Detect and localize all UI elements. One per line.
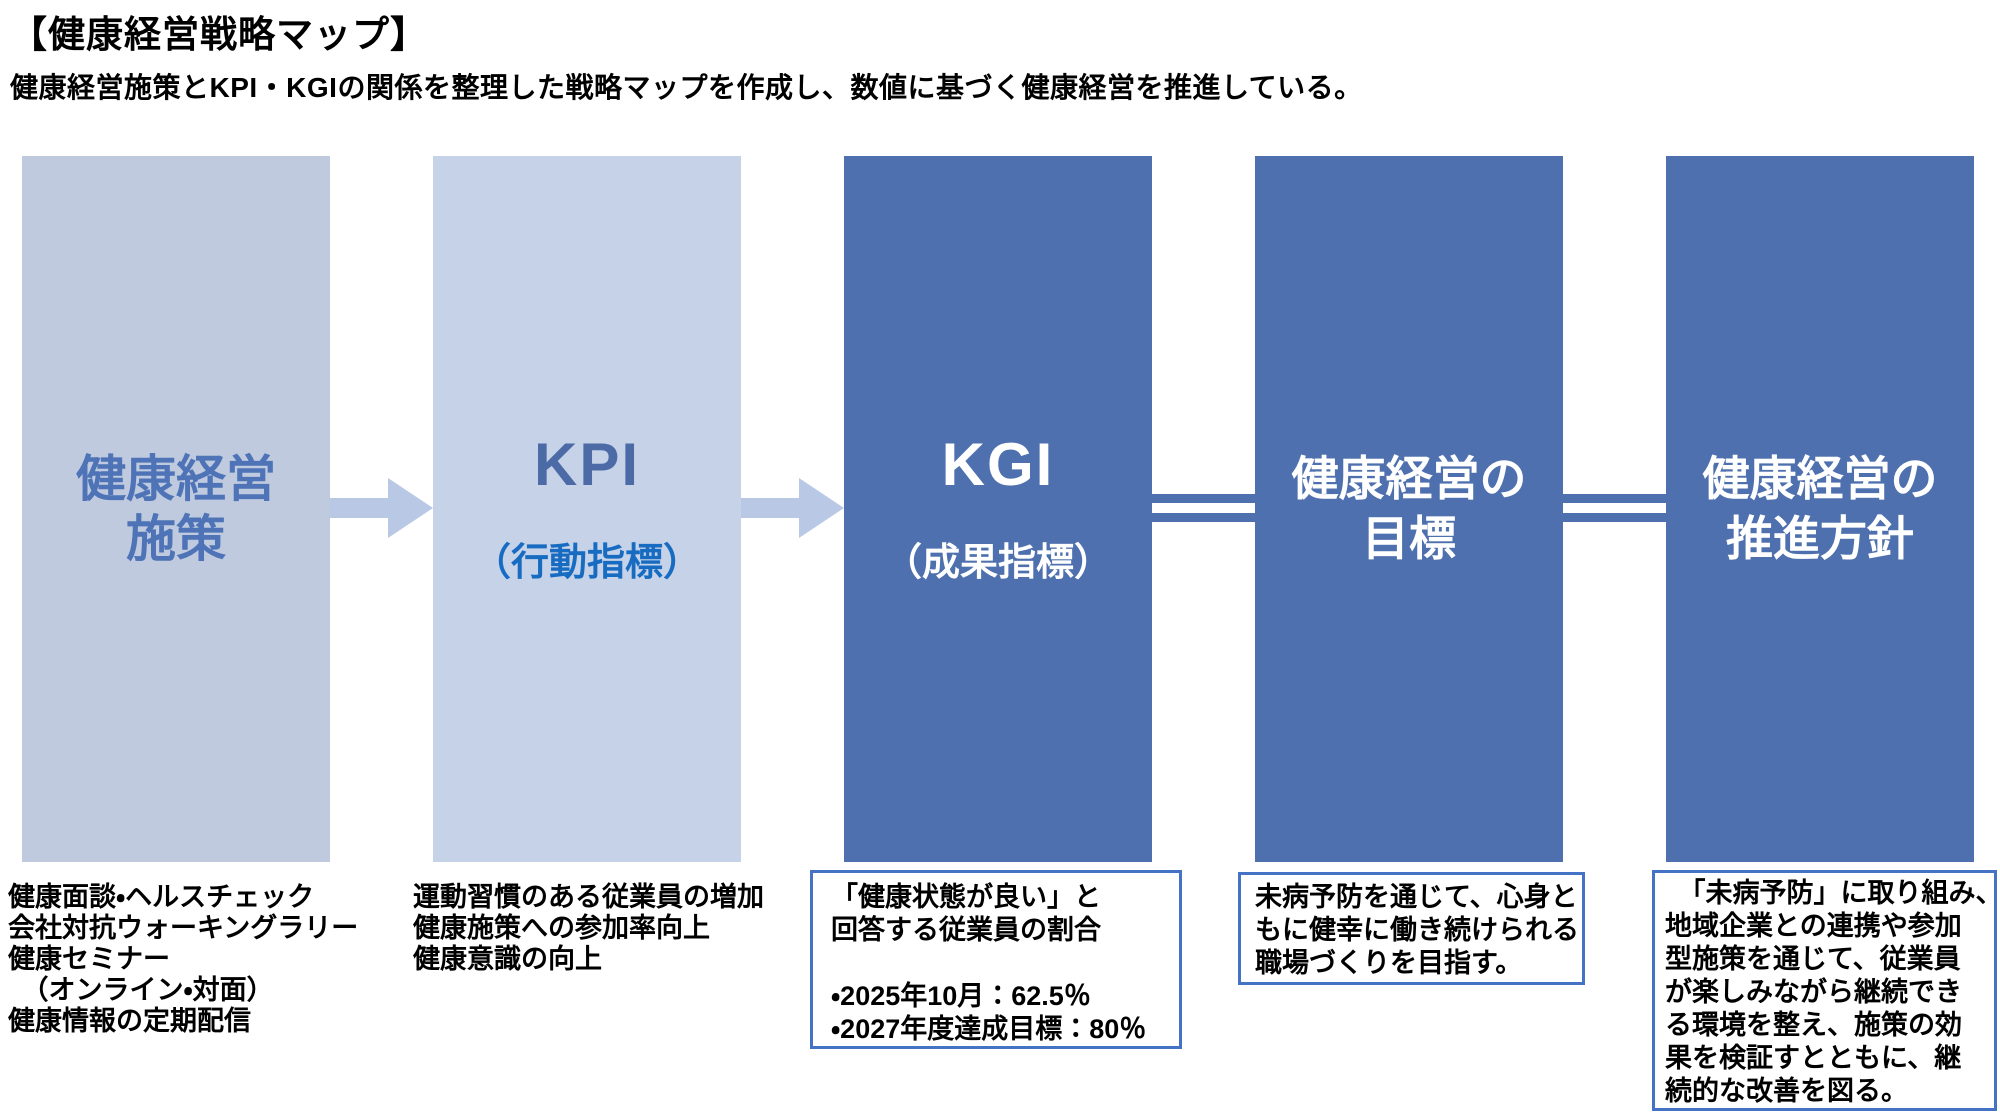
arrow-right-icon xyxy=(330,478,433,538)
note-kgi: 「健康状態が良い」と 回答する従業員の割合 ・2025年10月：62.5％ ・2… xyxy=(810,870,1182,1049)
note-line: 健康情報の定期配信 xyxy=(8,1006,251,1036)
box-policy: 健康経営の 推進方針 xyxy=(1666,156,1974,862)
note-line: ・2025年10月：62.5％ xyxy=(831,981,1091,1011)
note-line: 健康面談・ヘルスチェック xyxy=(8,882,315,912)
equals-bar xyxy=(1152,494,1255,503)
note-policy: 「未病予防」に取り組み、 地域企業との連携や参加 型施策を通じて、従業員 が楽し… xyxy=(1652,870,2000,1111)
label-line: 推進方針 xyxy=(1726,512,1914,565)
label-line: 健康経営の xyxy=(1291,452,1527,505)
note-line: 地域企業との連携や参加 xyxy=(1665,911,1962,941)
equals-connector-icon xyxy=(1563,494,1666,522)
note-line: 会社対抗ウォーキングラリー xyxy=(8,913,359,943)
equals-bar xyxy=(1152,513,1255,522)
note-line xyxy=(831,947,1179,980)
note-line: 「未病予防」に取り組み、 xyxy=(1665,878,2000,908)
note-line: 健康セミナー xyxy=(8,944,170,974)
note-line: もに健幸に働き続けられる xyxy=(1255,915,1579,945)
box-kgi: KGI （成果指標） xyxy=(844,156,1152,862)
box-goal: 健康経営の 目標 xyxy=(1255,156,1563,862)
equals-bar xyxy=(1563,513,1666,522)
page-subtitle: 健康経営施策とKPI・KGIの関係を整理した戦略マップを作成し、数値に基づく健康… xyxy=(10,72,1363,103)
label-line: 施策 xyxy=(126,511,226,567)
label-line: 健康経営の xyxy=(1702,452,1938,505)
label-line: 目標 xyxy=(1362,512,1456,565)
arrow-right-icon xyxy=(741,478,844,538)
note-line: （オンライン・対面） xyxy=(8,975,274,1005)
equals-bar xyxy=(1563,494,1666,503)
note-line: 未病予防を通じて、心身と xyxy=(1255,882,1578,912)
note-goal: 未病予防を通じて、心身と もに健幸に働き続けられる 職場づくりを目指す。 xyxy=(1238,872,1585,985)
box-health-measures: 健康経営 施策 xyxy=(22,156,330,862)
page-title: 【健康経営戦略マップ】 xyxy=(10,14,428,55)
note-line: が楽しみながら継続でき xyxy=(1665,977,1962,1007)
note-line: 回答する従業員の割合 xyxy=(831,915,1101,945)
note-line: 型施策を通じて、従業員 xyxy=(1665,944,1961,974)
label-line: 健康経営 xyxy=(76,451,276,507)
box-kpi: KPI （行動指標） xyxy=(433,156,741,862)
note-line: 運動習慣のある従業員の増加 xyxy=(413,882,764,912)
note-line: 果を検証すとともに、継 xyxy=(1665,1043,1962,1073)
kpi-title: KPI xyxy=(533,430,641,498)
kpi-subtitle: （行動指標） xyxy=(472,541,701,584)
note-kpi: 運動習慣のある従業員の増加 健康施策への参加率向上 健康意識の向上 xyxy=(413,882,764,975)
equals-connector-icon xyxy=(1152,494,1255,522)
note-line: 健康意識の向上 xyxy=(413,944,602,974)
note-line: る環境を整え、施策の効 xyxy=(1665,1010,1962,1040)
note-line: 職場づくりを目指す。 xyxy=(1255,948,1523,978)
kgi-subtitle: （成果指標） xyxy=(883,541,1112,584)
note-health-measures: 健康面談・ヘルスチェック 会社対抗ウォーキングラリー 健康セミナー （オンライン… xyxy=(8,882,358,1037)
note-line: 健康施策への参加率向上 xyxy=(413,913,710,943)
note-line: 続的な改善を図る。 xyxy=(1665,1076,1908,1106)
note-line: 「健康状態が良い」と xyxy=(831,882,1101,912)
box-goal-label: 健康経営の 目標 xyxy=(1292,449,1527,569)
box-health-measures-label: 健康経営 施策 xyxy=(76,449,276,569)
box-policy-label: 健康経営の 推進方針 xyxy=(1703,449,1938,569)
note-line: ・2027年度達成目標：80％ xyxy=(831,1014,1147,1044)
kgi-title: KGI xyxy=(941,430,1055,498)
